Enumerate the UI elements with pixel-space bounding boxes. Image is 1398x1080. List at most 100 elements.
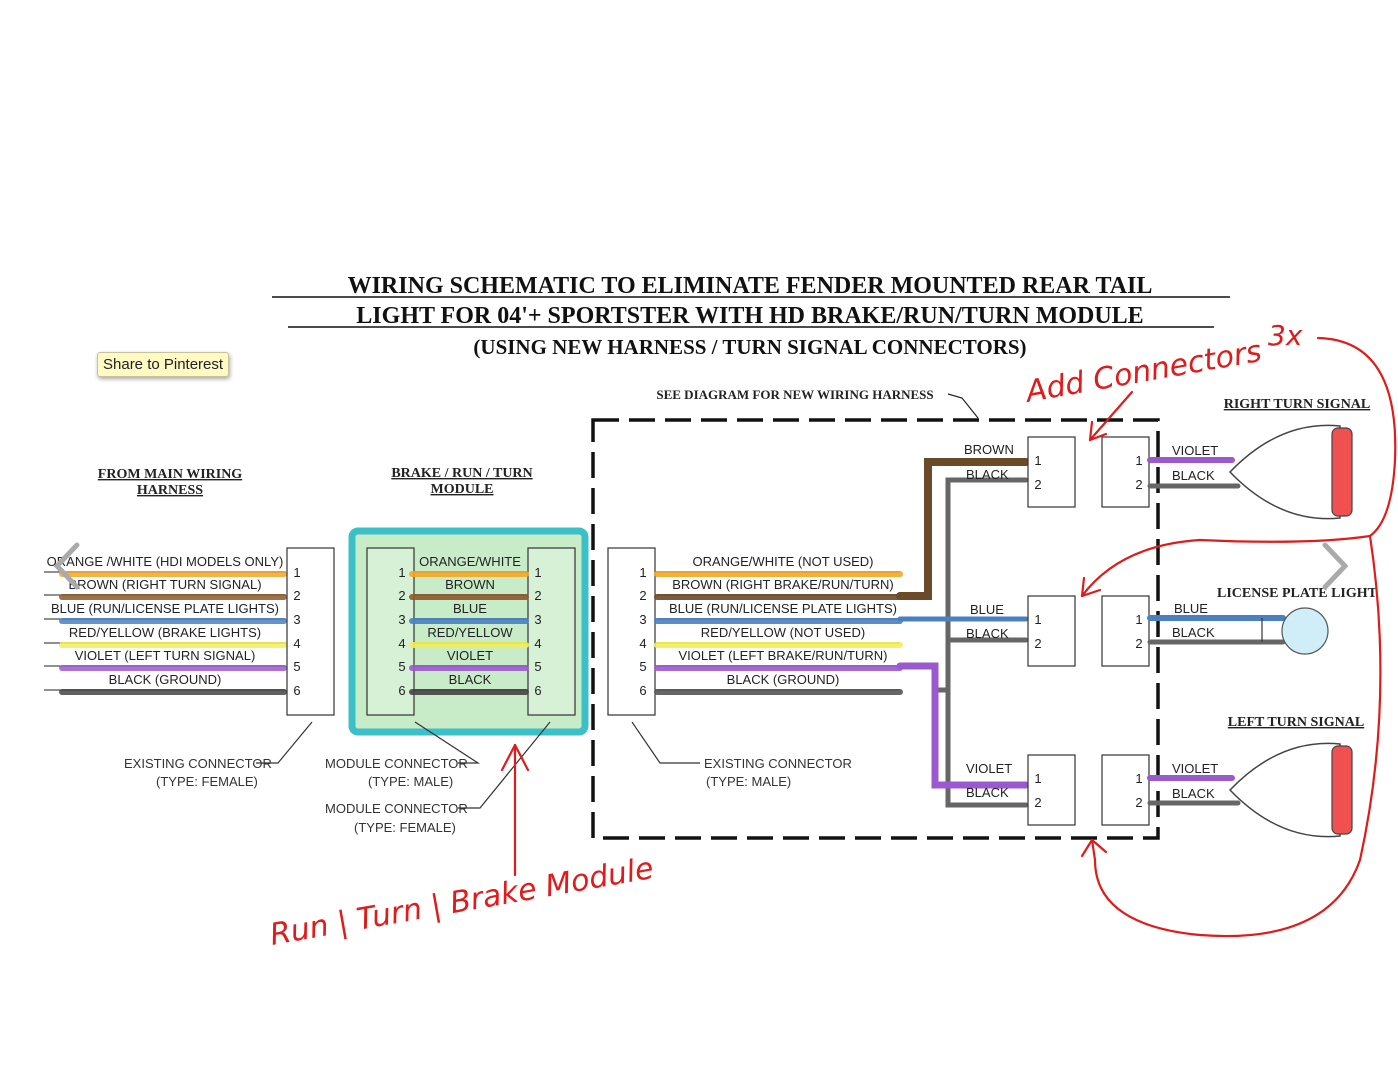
main-wire-label-4: RED/YELLOW (BRAKE LIGHTS): [69, 625, 261, 640]
pin-license-in-1: 1: [1034, 612, 1041, 627]
header-main-harness-2: HARNESS: [137, 483, 203, 498]
pin-right-in-1: 1: [1034, 453, 1041, 468]
label-left-out-violet: VIOLET: [1172, 761, 1218, 776]
note-module-female-1: MODULE CONNECTOR: [325, 801, 468, 816]
label-left-out-black: BLACK: [1172, 786, 1215, 801]
label-right-out-black: BLACK: [1172, 468, 1215, 483]
note-existing-female-1: EXISTING CONNECTOR: [124, 756, 272, 771]
previous-image-button[interactable]: [48, 538, 84, 594]
module-male-pin-3: 3: [398, 612, 405, 627]
connector-right-out: [1101, 436, 1150, 508]
pin-license-out-1: 1: [1135, 612, 1142, 627]
header-license: LICENSE PLATE LIGHT: [1217, 586, 1378, 601]
harness-wire-label-2: BROWN (RIGHT BRAKE/RUN/TURN): [672, 577, 893, 592]
existing-connector-male: [607, 547, 656, 716]
title-line-2: LIGHT FOR 04'+ SPORTSTER WITH HD BRAKE/R…: [356, 303, 1143, 329]
main-wire-label-2: BROWN (RIGHT TURN SIGNAL): [68, 577, 261, 592]
header-module-1: BRAKE / RUN / TURN: [391, 466, 532, 481]
module-male-pin-1: 1: [398, 565, 405, 580]
left-turn-signal-lamp: [1228, 742, 1353, 838]
module-male-pin-6: 6: [398, 683, 405, 698]
harness-pin-4: 4: [639, 636, 646, 651]
main-harness-wires: ORANGE /WHITE (HDI MODELS ONLY) BROWN (RI…: [44, 554, 287, 695]
connector-license-in: [1027, 595, 1076, 667]
main-wire-label-1: ORANGE /WHITE (HDI MODELS ONLY): [47, 554, 284, 569]
main-pin-1: 1: [293, 565, 300, 580]
harness-pin-3: 3: [639, 612, 646, 627]
connector-right-in: [1027, 436, 1076, 508]
connector-left-in: [1027, 754, 1076, 826]
label-left-in-black: BLACK: [966, 785, 1009, 800]
annotation-module-note: Run | Turn | Brake Module: [267, 851, 656, 953]
module-wire-label-4: RED/YELLOW: [427, 625, 513, 640]
pin-right-in-2: 2: [1034, 477, 1041, 492]
note-existing-female-2: (TYPE: FEMALE): [156, 774, 258, 789]
header-module-2: MODULE: [431, 482, 494, 497]
pin-license-in-2: 2: [1034, 636, 1041, 651]
module-female-pin-3: 3: [534, 612, 541, 627]
connector-license-out: [1101, 595, 1150, 667]
pin-right-out-2: 2: [1135, 477, 1142, 492]
header-left-turn: LEFT TURN SIGNAL: [1228, 715, 1364, 730]
note-existing-male-2: (TYPE: MALE): [706, 774, 791, 789]
note-module-female-2: (TYPE: FEMALE): [354, 820, 456, 835]
module-female-pin-5: 5: [534, 659, 541, 674]
pin-left-in-2: 2: [1034, 795, 1041, 810]
pin-left-out-1: 1: [1135, 771, 1142, 786]
annotation-strokes: [500, 336, 1397, 938]
license-plate-lamp: [1261, 607, 1329, 655]
chevron-left-icon: [53, 542, 80, 590]
note-module-male-2: (TYPE: MALE): [368, 774, 453, 789]
module-female-pin-2: 2: [534, 588, 541, 603]
harness-pin-5: 5: [639, 659, 646, 674]
main-wire-label-6: BLACK (GROUND): [109, 672, 222, 687]
right-turn-signal-lamp: [1228, 424, 1353, 520]
label-license-in-blue: BLUE: [970, 602, 1004, 617]
harness-pin-6: 6: [639, 683, 646, 698]
module-female-pin-4: 4: [534, 636, 541, 651]
share-to-pinterest-button[interactable]: Share to Pinterest: [97, 352, 230, 377]
label-right-out-violet: VIOLET: [1172, 443, 1218, 458]
pin-left-in-1: 1: [1034, 771, 1041, 786]
annotation-3x: 3x: [1268, 319, 1303, 352]
label-right-in-black: BLACK: [966, 467, 1009, 482]
harness-wire-label-3: BLUE (RUN/LICENSE PLATE LIGHTS): [669, 601, 897, 616]
module-male-pin-5: 5: [398, 659, 405, 674]
label-right-in-brown: BROWN: [964, 442, 1014, 457]
label-license-out-black: BLACK: [1172, 625, 1215, 640]
label-license-out-blue: BLUE: [1174, 601, 1208, 616]
harness-wire-label-6: BLACK (GROUND): [727, 672, 840, 687]
module-connector-female: [527, 547, 576, 716]
module-connector-male: [366, 547, 415, 716]
note-module-male-1: MODULE CONNECTOR: [325, 756, 468, 771]
header-see-diagram: SEE DIAGRAM FOR NEW WIRING HARNESS: [656, 387, 933, 402]
main-pin-2: 2: [293, 588, 300, 603]
header-main-harness-1: FROM MAIN WIRING: [98, 467, 243, 482]
module-female-pin-6: 6: [534, 683, 541, 698]
connector-left-out: [1101, 754, 1150, 826]
module-male-pin-4: 4: [398, 636, 405, 651]
harness-wire-label-1: ORANGE/WHITE (NOT USED): [692, 554, 873, 569]
title-line-3: (USING NEW HARNESS / TURN SIGNAL CONNECT…: [473, 335, 1026, 359]
harness-wire-label-5: VIOLET (LEFT BRAKE/RUN/TURN): [679, 648, 888, 663]
harness-pin-1: 1: [639, 565, 646, 580]
note-existing-male-1: EXISTING CONNECTOR: [704, 756, 852, 771]
existing-connector-female: [286, 547, 335, 716]
harness-wire-label-4: RED/YELLOW (NOT USED): [701, 625, 865, 640]
label-license-in-black: BLACK: [966, 626, 1009, 641]
next-image-button[interactable]: [1318, 538, 1354, 594]
main-wire-label-3: BLUE (RUN/LICENSE PLATE LIGHTS): [51, 601, 279, 616]
label-left-in-violet: VIOLET: [966, 761, 1012, 776]
title-line-1: WIRING SCHEMATIC TO ELIMINATE FENDER MOU…: [348, 273, 1153, 299]
harness-routing: [896, 458, 1030, 808]
pin-right-out-1: 1: [1135, 453, 1142, 468]
pin-left-out-2: 2: [1135, 795, 1142, 810]
module-wire-label-2: BROWN: [445, 577, 495, 592]
main-wire-label-5: VIOLET (LEFT TURN SIGNAL): [75, 648, 256, 663]
pin-license-out-2: 2: [1135, 636, 1142, 651]
main-pin-3: 3: [293, 612, 300, 627]
